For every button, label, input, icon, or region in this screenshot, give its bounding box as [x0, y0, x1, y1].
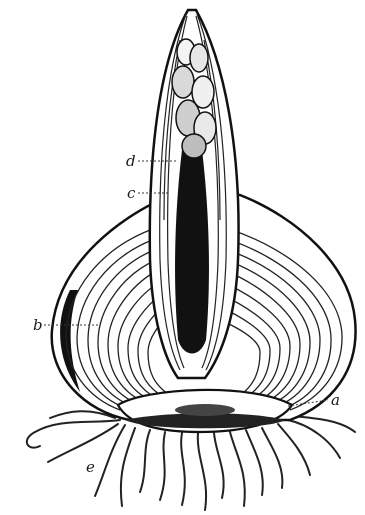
label-e: e	[86, 460, 95, 475]
label-b: b	[33, 318, 43, 333]
inner-cavity	[175, 150, 209, 354]
label-c: c	[127, 186, 135, 201]
label-d: d	[126, 154, 136, 169]
label-a: a	[331, 393, 340, 408]
